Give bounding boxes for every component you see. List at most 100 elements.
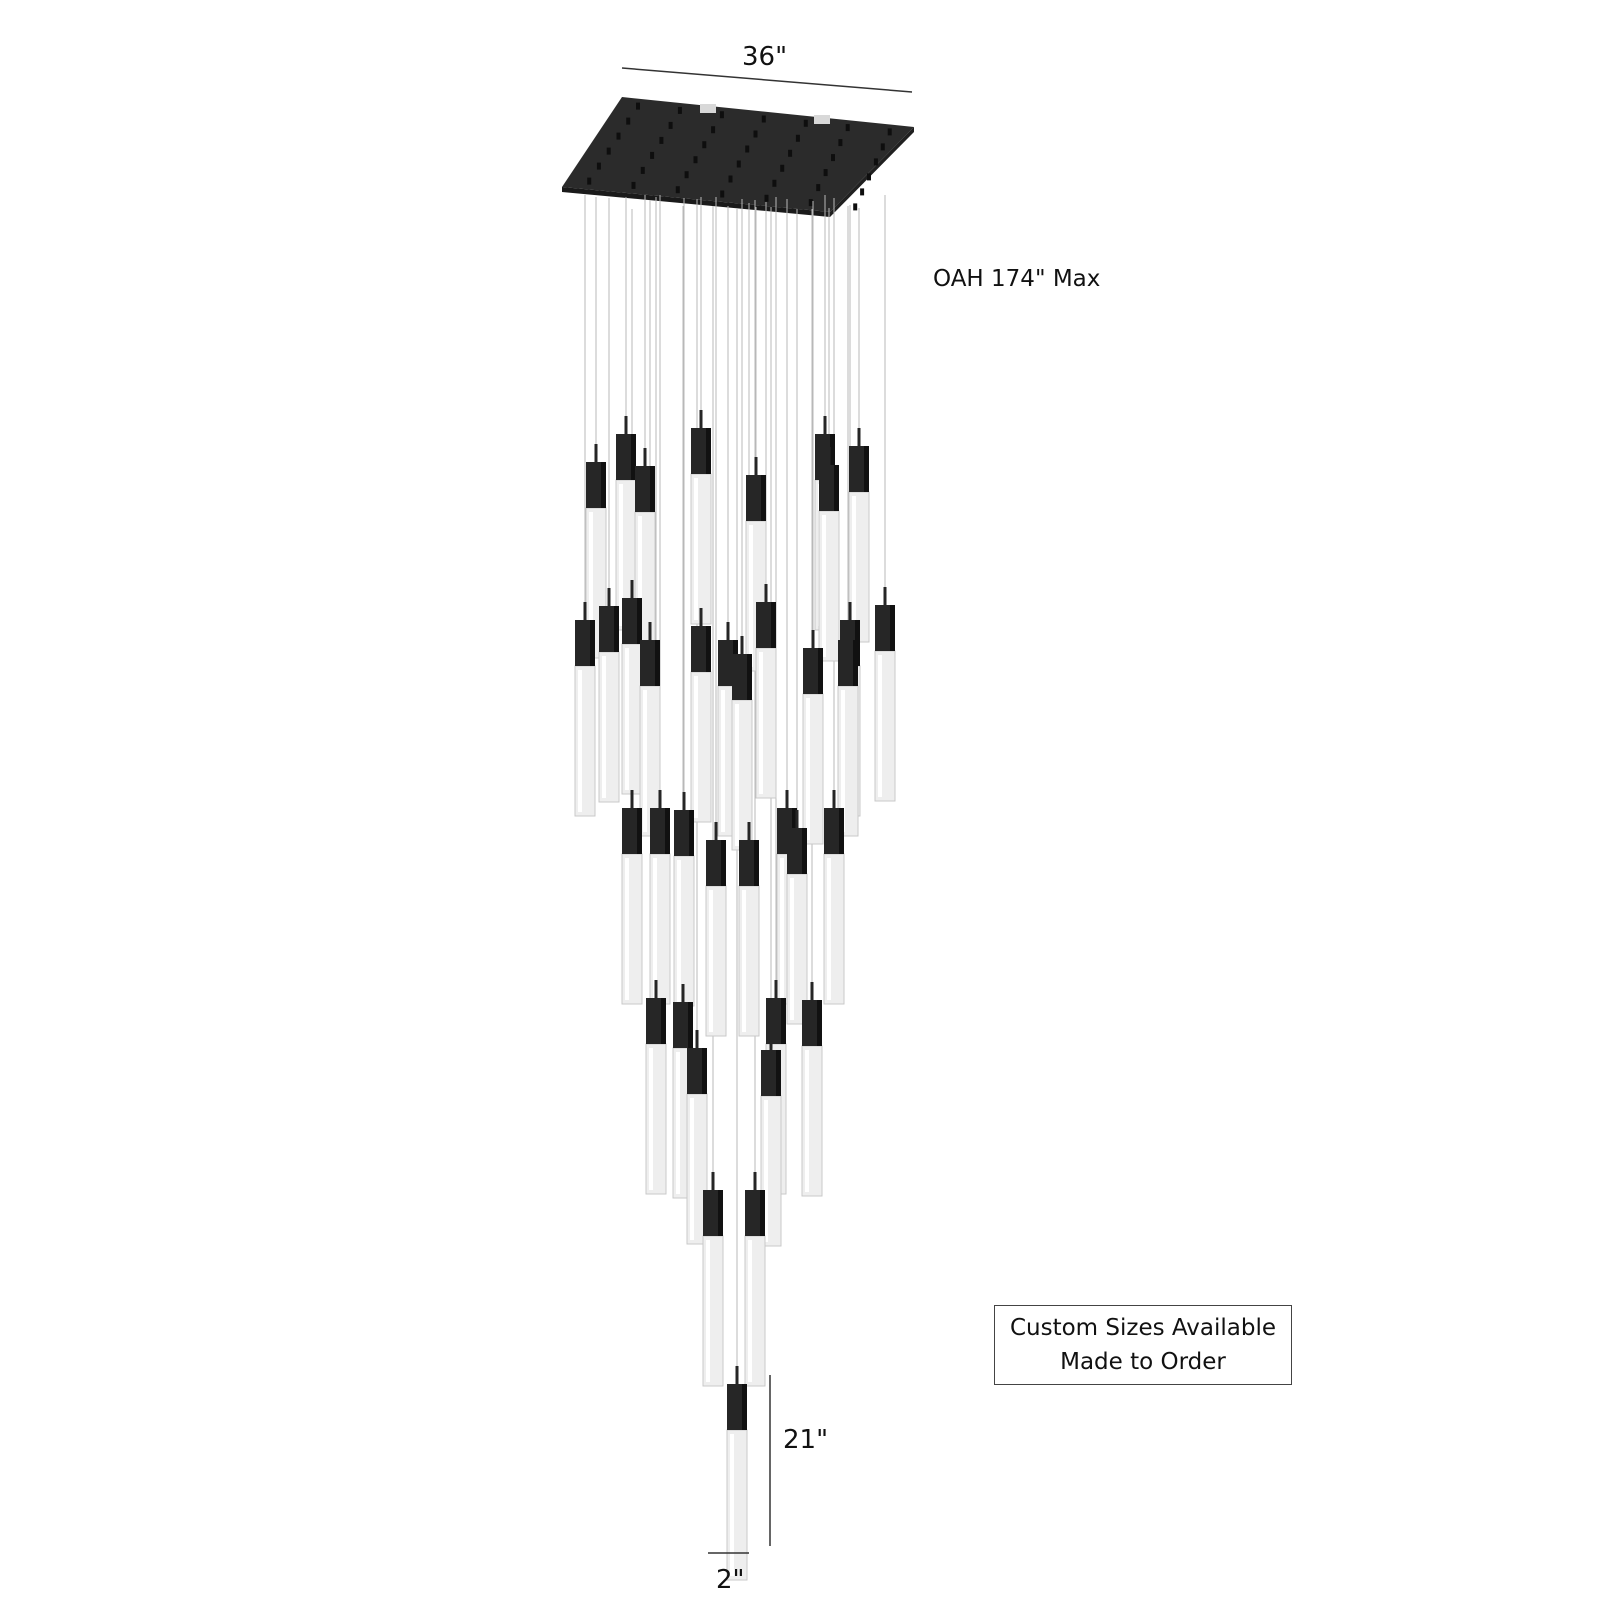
glass-highlight (721, 690, 725, 832)
pendant-light (705, 822, 727, 1037)
glass-highlight (625, 648, 629, 790)
pendant-cap-shade (747, 654, 752, 700)
pendant-cap-shade (781, 998, 786, 1044)
pendant-cap-shade (818, 648, 823, 694)
canopy-port (640, 166, 645, 174)
canopy-port (677, 106, 682, 114)
glass-highlight (780, 858, 784, 1000)
canopy-port (867, 173, 871, 181)
pendant-cap-shade (590, 620, 595, 666)
glass-highlight (638, 516, 642, 658)
glass-highlight (748, 1240, 752, 1382)
pendant-stem (648, 622, 652, 640)
glass-highlight (841, 690, 845, 832)
glass-highlight (749, 525, 753, 667)
pendant-light (686, 1030, 708, 1245)
canopy-port (728, 175, 733, 183)
pendant-stem (695, 1030, 699, 1048)
pendant-light (621, 580, 643, 795)
pendant-cap-shade (706, 428, 711, 474)
glass-highlight (694, 478, 698, 620)
canopy-port (616, 132, 621, 140)
pendant-light (744, 1172, 766, 1387)
pendant-stem (754, 457, 758, 475)
glass-highlight (706, 1240, 710, 1382)
canopy-port (764, 194, 769, 202)
glass-highlight (759, 652, 763, 794)
canopy-port (880, 143, 885, 151)
glass-highlight (676, 1052, 680, 1194)
pendant-cap-shade (760, 1190, 765, 1236)
canopy-port (720, 190, 725, 198)
canopy-width-label: 36" (742, 42, 788, 72)
pendant-cap-shade (706, 626, 711, 672)
pendant-stem (832, 790, 836, 808)
glass-highlight (805, 1050, 809, 1192)
pendant-stem (769, 1032, 773, 1050)
pendant-cap-shade (614, 606, 619, 652)
pendant-stem (753, 1172, 757, 1190)
pendant-stem (643, 448, 647, 466)
pendant-stem (823, 416, 827, 434)
pendant-cap-shade (702, 1048, 707, 1094)
glass-highlight (730, 1434, 734, 1576)
canopy-port (719, 111, 724, 119)
pendant-stem (699, 608, 703, 626)
pendant-light (621, 790, 643, 1005)
pendant-stem (827, 447, 831, 465)
glass-highlight (822, 515, 826, 657)
pendant-stem (785, 790, 789, 808)
glass-highlight (643, 690, 647, 832)
pendant-cap-shade (890, 605, 895, 651)
pendant-light (874, 587, 896, 802)
pendant-cap-shade (631, 434, 636, 480)
pendant-light (823, 790, 845, 1005)
glass-highlight (578, 670, 582, 812)
pendant-width-label: 2" (716, 1565, 745, 1595)
pendant-cap-shade (817, 1000, 822, 1046)
pendant-light (837, 622, 859, 837)
pendant-stem (654, 980, 658, 998)
pendant-stem (658, 790, 662, 808)
pendant-stem (735, 1366, 739, 1384)
pendant-cap-shade (637, 808, 642, 854)
glass-highlight (806, 698, 810, 840)
glass-highlight (653, 858, 657, 1000)
pendant-cap-shade (771, 602, 776, 648)
canopy-port (668, 121, 673, 129)
canopy-port (636, 102, 640, 110)
glass-highlight (742, 890, 746, 1032)
pendant-stem (747, 822, 751, 840)
pendant-cap-shade (853, 640, 858, 686)
canopy-port (808, 199, 813, 207)
pendant-light (690, 410, 712, 625)
pendant-stem (624, 416, 628, 434)
custom-sizes-note: Custom Sizes Available Made to Order (994, 1305, 1292, 1385)
pendant-stem (682, 792, 686, 810)
canopy-port (684, 171, 689, 179)
glass-highlight (764, 1100, 768, 1242)
note-line-1: Custom Sizes Available (1009, 1315, 1277, 1341)
glass-highlight (602, 656, 606, 798)
canopy-port (745, 145, 750, 153)
pendant-light (598, 588, 620, 803)
canopy-plate (562, 97, 914, 217)
pendant-light (690, 608, 712, 823)
glass-highlight (709, 890, 713, 1032)
pendant-light (645, 980, 667, 1195)
canopy-port (823, 169, 828, 177)
canopy-port (631, 181, 636, 189)
pendant-cap-shade (776, 1050, 781, 1096)
pendant-light (848, 428, 870, 643)
canopy-port (650, 151, 655, 159)
canopy-port (780, 164, 785, 172)
pendant-light (760, 1032, 782, 1247)
pendant-stem (774, 980, 778, 998)
pendant-light (726, 1366, 748, 1581)
pendant-light (786, 810, 808, 1025)
pendant-stem (681, 984, 685, 1002)
glass-highlight (589, 512, 593, 654)
canopy-port (693, 156, 698, 164)
canopy-port (795, 134, 800, 142)
